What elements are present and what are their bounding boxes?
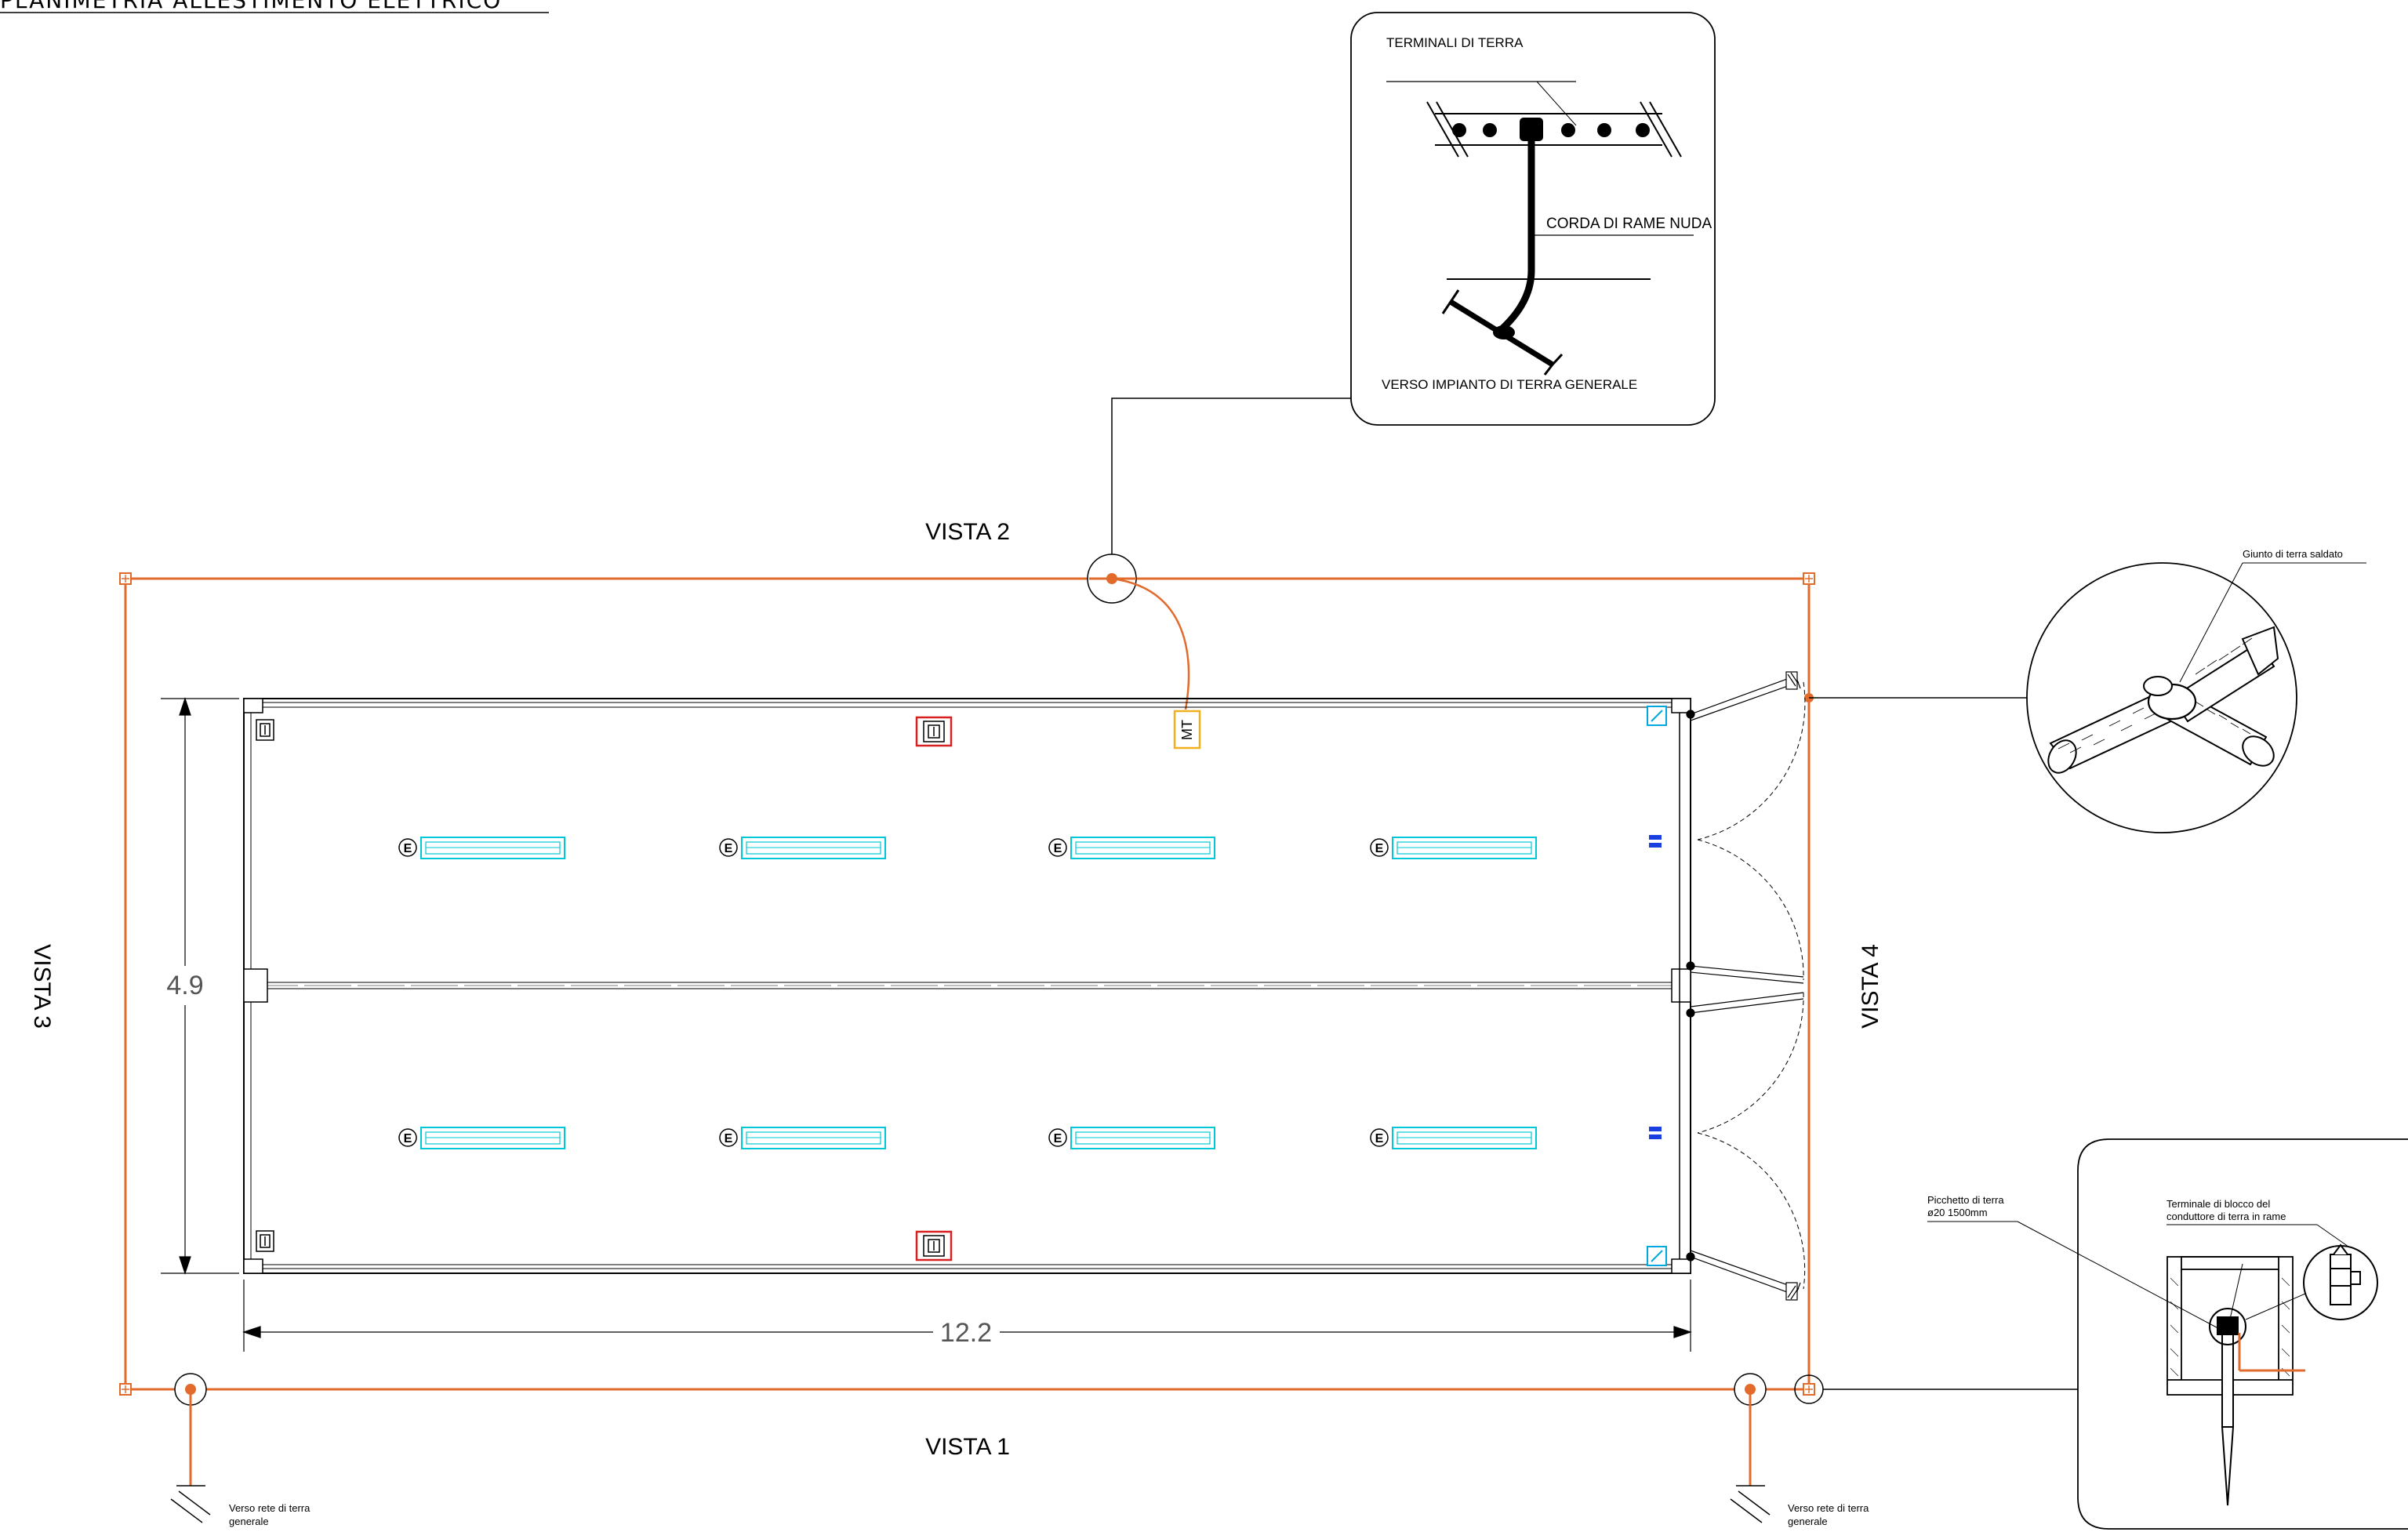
- conductor-label: CORDA DI RAME NUDA: [1546, 216, 1712, 232]
- emergency-label: E: [1375, 842, 1384, 855]
- emergency-label: E: [725, 1132, 733, 1145]
- mt-label: MT: [1179, 720, 1195, 740]
- fluorescent-lamp: E: [1048, 837, 1215, 859]
- rod-label-line1: Picchetto di terra: [1927, 1194, 2004, 1206]
- view-label-top: VISTA 2: [925, 519, 1010, 545]
- copper-conductor: [1498, 141, 1535, 332]
- corner-marker-top-left: [119, 572, 132, 585]
- drawing-title: PLANIMETRIA ALLESTIMENTO ELETTRICO: [0, 0, 502, 13]
- earth-node-bottom-right: [1734, 1373, 1767, 1486]
- view-label-bottom: VISTA 1: [925, 1434, 1010, 1460]
- detail-earth-terminals: TERMINALI DI TERRA CORDA DI RAME NUDA VE…: [1111, 12, 1716, 554]
- network-note-right-line2: generale: [1788, 1516, 1828, 1527]
- fluorescent-lamp: E: [398, 837, 565, 859]
- emergency-label: E: [725, 842, 733, 855]
- fluorescent-lamp: E: [1048, 1127, 1215, 1149]
- mt-panel: MT: [1173, 710, 1201, 750]
- fluorescent-lamp: E: [1370, 1127, 1537, 1149]
- network-note-left-line1: Verso rete di terra: [229, 1502, 311, 1514]
- terminal-zoom: [2303, 1243, 2378, 1320]
- dimension-width: [161, 697, 239, 1275]
- socket-highlighted-icon: [915, 1230, 953, 1262]
- emergency-label: E: [1054, 1132, 1062, 1145]
- socket-icon: [256, 1230, 274, 1252]
- doors-right-end: [1686, 671, 1806, 1301]
- network-note-right-line1: Verso rete di terra: [1788, 1502, 1869, 1514]
- detail-welded-joint: Giunto di terra saldato: [2026, 548, 2366, 833]
- lamp-row-lower: E E E E: [398, 1127, 1537, 1149]
- emergency-label: E: [404, 1132, 412, 1145]
- fluorescent-lamp: E: [719, 837, 886, 859]
- emergency-label: E: [1375, 1132, 1384, 1145]
- block-label-line2: conduttore di terra in rame: [2166, 1211, 2286, 1222]
- detail-ground-rod: Picchetto di terra ø20 1500mm Terminale …: [1927, 1138, 2408, 1530]
- double-switch-icon: [1649, 835, 1662, 848]
- emergency-label: E: [404, 842, 412, 855]
- block-label-line1: Terminale di blocco del: [2166, 1198, 2270, 1210]
- earth-node-right: [1804, 693, 2027, 702]
- ground-rod-icon: [2209, 1308, 2246, 1506]
- door-handle-icon: [1785, 671, 1798, 690]
- ground-symbol-right: [1730, 1485, 1771, 1523]
- fluorescent-lamp: E: [398, 1127, 565, 1149]
- view-label-left: VISTA 3: [29, 944, 55, 1029]
- corner-marker-top-right: [1803, 572, 1815, 585]
- socket-highlighted-icon: [915, 716, 953, 747]
- earth-ring: [119, 572, 1815, 1396]
- pit-hatch: [2170, 1277, 2290, 1377]
- double-switch-icon: [1649, 1127, 1662, 1139]
- weld-label: Giunto di terra saldato: [2243, 548, 2343, 560]
- earth-link-to-mt: [1111, 577, 1190, 710]
- network-note-left-line2: generale: [229, 1516, 269, 1527]
- ground-symbol-left: [170, 1485, 211, 1523]
- terminals-label: TERMINALI DI TERRA: [1386, 35, 1524, 50]
- dimension-length-label: 12.2: [940, 1318, 992, 1348]
- dimension-width-label: 4.9: [166, 971, 203, 1000]
- bolt-icon: [1452, 118, 1650, 141]
- dimension-length: [242, 1280, 1692, 1352]
- container-outline: [243, 698, 1691, 1274]
- earth-node-bottom-left: [174, 1373, 207, 1486]
- corner-marker-bottom-left: [119, 1383, 132, 1396]
- rod-label-line2: ø20 1500mm: [1927, 1207, 1988, 1218]
- emergency-label: E: [1054, 842, 1062, 855]
- earth-bar: [1426, 101, 1682, 158]
- corner-marker-bottom-right: [1803, 1383, 1815, 1396]
- switch-icon: [1647, 706, 1667, 726]
- fluorescent-lamp: E: [719, 1127, 886, 1149]
- lamp-row-upper: E E E E: [398, 837, 1537, 859]
- fluorescent-lamp: E: [1370, 837, 1537, 859]
- door-handle-icon: [1785, 1282, 1798, 1301]
- rope-strands: [2058, 637, 2253, 753]
- earth-node-corner-right: [1794, 1374, 2078, 1404]
- view-label-right: VISTA 4: [1858, 944, 1883, 1029]
- general-earth-label: VERSO IMPIANTO DI TERRA GENERALE: [1382, 377, 1637, 392]
- copper-rope-icon: [2047, 626, 2279, 774]
- switch-icon: [1647, 1246, 1667, 1266]
- socket-icon: [256, 719, 274, 741]
